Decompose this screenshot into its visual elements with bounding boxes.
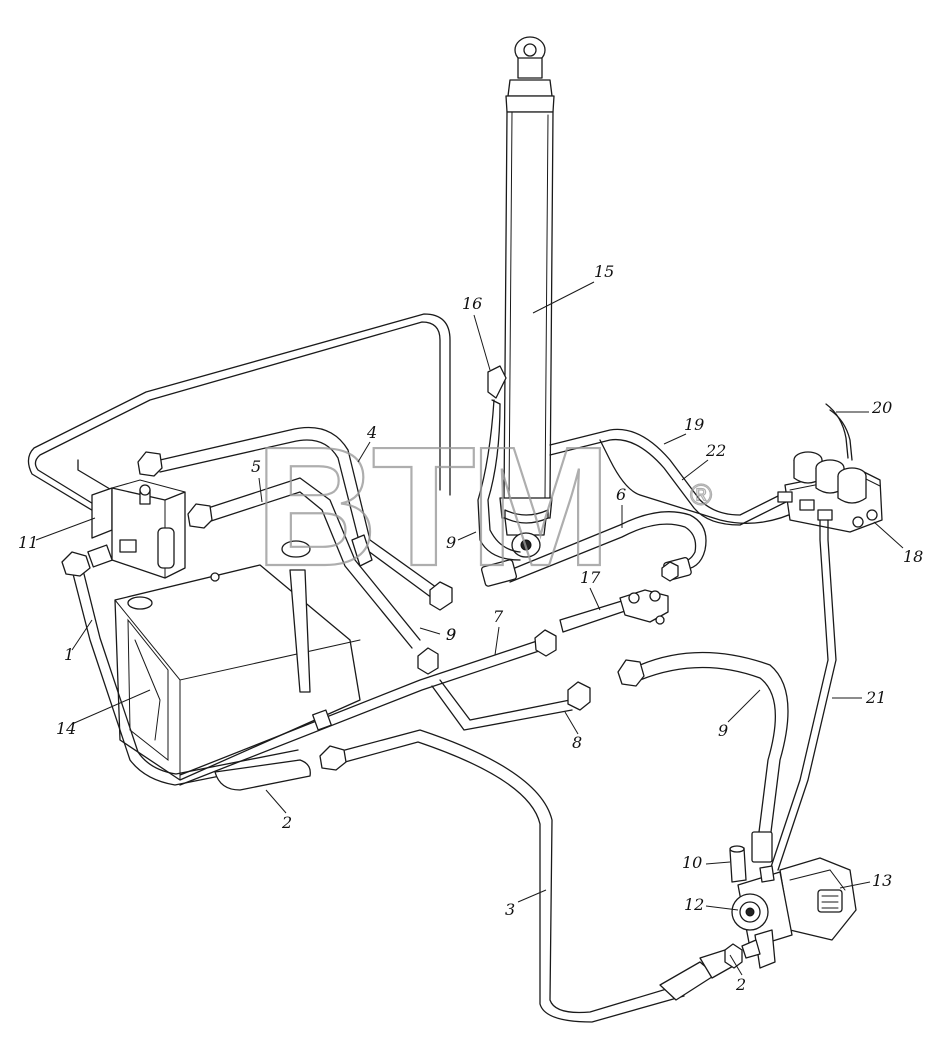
- leader-line: [457, 531, 477, 541]
- leader-line: [663, 433, 687, 445]
- leader-line: [517, 889, 547, 903]
- leader-line: [727, 689, 761, 723]
- callout-label: 20: [871, 398, 892, 417]
- leader-line: [705, 905, 739, 911]
- callout-13: 13: [839, 871, 892, 890]
- callout-label: 2: [281, 813, 292, 832]
- callout-3: 3: [505, 889, 547, 919]
- leader-line: [419, 627, 441, 635]
- distributor-block-11: [91, 479, 186, 579]
- callout-label: 22: [705, 441, 726, 460]
- callout-11: 11: [18, 517, 96, 552]
- callout-label: 7: [493, 607, 504, 626]
- callout-label: 19: [684, 415, 704, 434]
- callout-12: 12: [684, 895, 739, 914]
- pressure-line-top: [27, 313, 451, 513]
- callout-label: 9: [446, 533, 456, 552]
- callout-7: 7: [493, 607, 504, 656]
- callout-20: 20: [836, 398, 892, 417]
- plug-10: [729, 845, 747, 883]
- callout-label: 6: [616, 485, 626, 504]
- callout-19: 19: [663, 415, 704, 445]
- callout-label: 9: [718, 721, 728, 740]
- callout-label: 18: [903, 547, 923, 566]
- callout-4: 4: [357, 423, 377, 463]
- pipe-3: [319, 729, 685, 1023]
- callout-label: 11: [18, 533, 38, 552]
- callout-label: 17: [580, 568, 601, 587]
- line-21: [769, 519, 837, 871]
- callout-label: 3: [505, 900, 515, 919]
- leader-line: [71, 619, 93, 651]
- callout-label: 10: [682, 853, 702, 872]
- leader-line: [357, 441, 371, 463]
- callout-21: 21: [832, 688, 886, 707]
- hose-2-left: [214, 759, 311, 791]
- pipe-8: [431, 679, 591, 731]
- callout-5: 5: [251, 457, 263, 503]
- leader-line: [729, 954, 743, 976]
- callout-2: 2: [729, 954, 746, 994]
- callout-label: 15: [594, 262, 614, 281]
- hose-2-right: [659, 943, 743, 1001]
- callout-label: 2: [735, 975, 746, 994]
- leader-line: [564, 711, 579, 735]
- leader-line: [589, 587, 601, 611]
- callout-10: 10: [682, 853, 731, 872]
- leader-line: [71, 689, 151, 725]
- leader-line: [473, 314, 491, 371]
- callout-22: 22: [681, 441, 726, 481]
- leader-line: [494, 626, 500, 656]
- callout-label: 21: [865, 688, 886, 707]
- callout-label: 12: [684, 895, 704, 914]
- callout-label: 1: [64, 645, 74, 664]
- callout-9: 9: [446, 625, 456, 644]
- check-valve-16: [477, 365, 521, 561]
- leader-line: [681, 459, 709, 481]
- callout-label: 8: [572, 733, 582, 752]
- callout-label: 9: [446, 625, 456, 644]
- callout-label: 5: [251, 457, 261, 476]
- svg-text:®: ®: [690, 479, 712, 512]
- callout-1: 1: [64, 619, 93, 664]
- control-valve-block: [777, 403, 883, 533]
- leader-line: [258, 477, 263, 503]
- leader-line: [532, 281, 595, 314]
- callout-18: 18: [873, 521, 923, 566]
- fitting-17: [559, 589, 669, 633]
- callout-15: 15: [532, 262, 614, 314]
- callout-8: 8: [564, 711, 582, 752]
- callout-6: 6: [616, 485, 626, 528]
- callout-9: 9: [446, 531, 477, 552]
- hose-6: [480, 511, 707, 587]
- callout-label: 9: [446, 625, 456, 644]
- leader-line: [35, 517, 96, 541]
- callout-14: 14: [56, 689, 151, 738]
- callout-17: 17: [580, 568, 601, 611]
- leader-line: [873, 521, 904, 549]
- hoses-19-22: [549, 428, 801, 526]
- hoses-4-5: [137, 426, 453, 649]
- pipe-7: [179, 629, 557, 786]
- hydraulic-cylinder: [499, 36, 555, 558]
- callout-9: 9: [718, 689, 761, 740]
- leader-line: [705, 861, 731, 865]
- leader-line: [839, 881, 871, 889]
- callout-label: 13: [872, 871, 892, 890]
- svg-text:BTM: BTM: [255, 412, 605, 602]
- leader-line: [265, 789, 287, 814]
- callout-label: 16: [462, 294, 482, 313]
- hose-9-right: [617, 651, 789, 863]
- callout-label: 4: [366, 423, 377, 442]
- callout-16: 16: [462, 294, 491, 371]
- hydraulic-tank: [114, 540, 361, 781]
- callout-label: 14: [56, 719, 76, 738]
- line-1: [61, 544, 301, 786]
- callout-9: 9: [419, 625, 456, 644]
- hydraulic-pump: [731, 857, 857, 969]
- watermark: BTM ®: [254, 411, 713, 603]
- callout-2: 2: [265, 789, 292, 832]
